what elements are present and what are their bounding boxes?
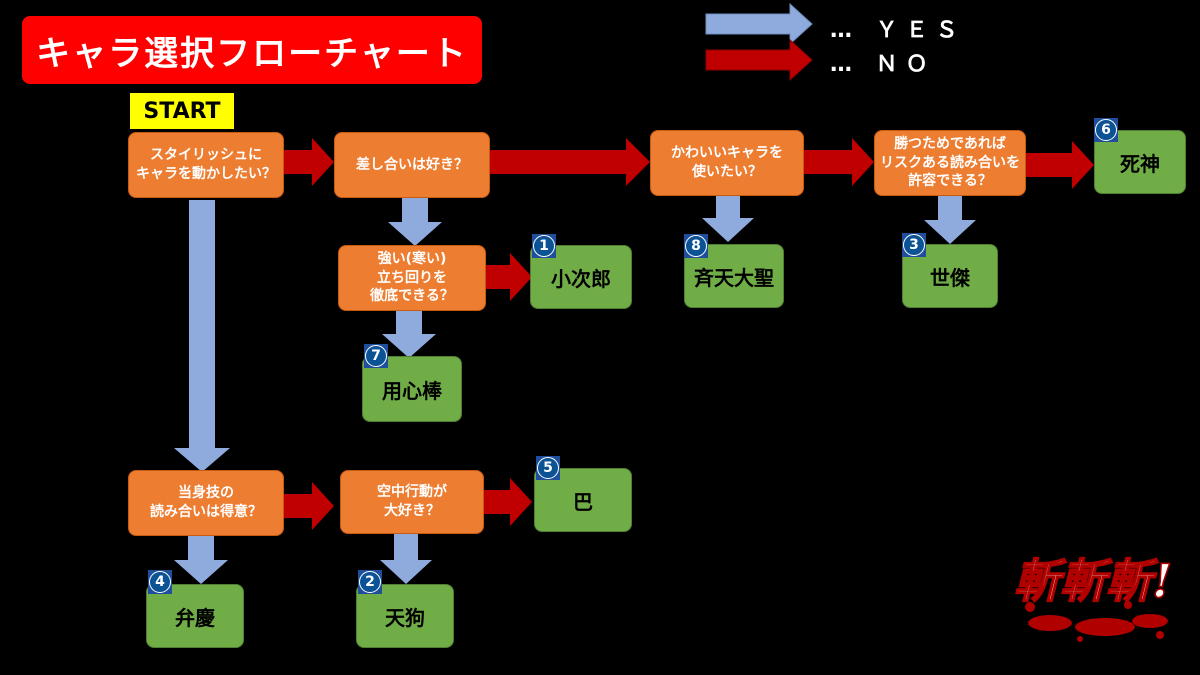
badge-yojinbo: 7 [365, 345, 387, 367]
yes-arrow-q2-q5 [388, 198, 442, 246]
badge-seiketsu: 3 [903, 234, 925, 256]
no-arrow-q5-kojiro [486, 253, 532, 301]
question-risk: 勝つためであれば リスクある読み合いを 許容できる？ [874, 130, 1026, 196]
yes-arrow-q1-q6 [174, 200, 230, 472]
page-title: キャラ選択フローチャート [22, 16, 482, 84]
badge-seiten: 8 [685, 235, 707, 257]
no-arrow-q7-tomoe [484, 478, 532, 526]
no-arrow-q2-q3 [490, 138, 650, 186]
no-arrow-q3-q4 [804, 138, 874, 186]
game-logo: 斬斬斬! [1013, 553, 1173, 642]
yes-arrow-q7-tengu [380, 534, 432, 584]
answer-benkei: 弁慶 [146, 584, 244, 648]
yes-arrow-q5-yojinbo [382, 310, 436, 358]
legend-yes-label: … ＹＥＳ [830, 18, 966, 43]
legend-no-label: … ＮＯ [830, 52, 936, 77]
badge-shinigami: 6 [1095, 119, 1117, 141]
question-kawaii: かわいいキャラを 使いたい？ [650, 130, 804, 196]
legend-no-arrow [705, 38, 813, 82]
legend-yes-arrow [705, 2, 813, 46]
no-arrow-q4-shinigami [1026, 141, 1094, 189]
badge-kojiro: 1 [533, 235, 555, 257]
badge-benkei: 4 [149, 571, 171, 593]
yes-arrow-q6-benkei [174, 534, 228, 584]
yes-arrow-q3-seiten [702, 196, 754, 242]
logo-blood-splatter [1025, 601, 1168, 642]
question-tachimawari: 強い(寒い) 立ち回りを 徹底できる？ [338, 245, 486, 311]
no-arrow-q6-q7 [284, 482, 334, 530]
question-stylish: スタイリッシュに キャラを動かしたい？ [128, 132, 284, 198]
answer-tengu: 天狗 [356, 584, 454, 648]
badge-tomoe: 5 [537, 457, 559, 479]
yes-arrow-q4-seiketsu [924, 196, 976, 244]
question-atemi: 当身技の 読み合いは得意？ [128, 470, 284, 536]
logo-text: 斬斬斬! [1014, 554, 1172, 608]
badge-tengu: 2 [359, 571, 381, 593]
no-arrow-q1-q2 [284, 138, 334, 186]
question-sashiai: 差し合いは好き？ [334, 132, 490, 198]
start-label: START [130, 93, 234, 129]
question-kuchu: 空中行動が 大好き？ [340, 470, 484, 534]
